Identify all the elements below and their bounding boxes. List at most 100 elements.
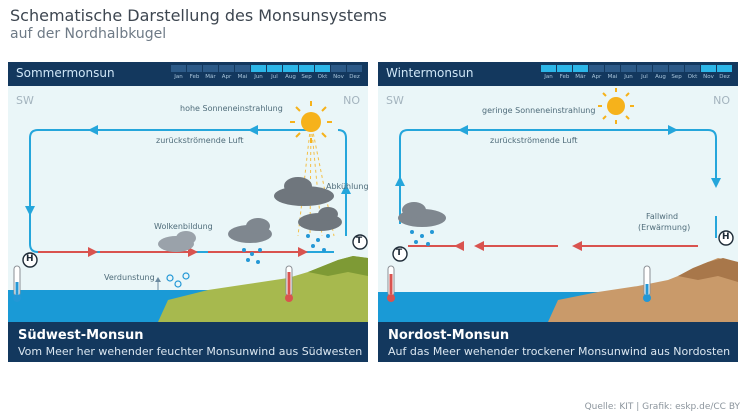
- month-bar: [589, 65, 604, 72]
- month-label: Aug: [285, 74, 296, 80]
- high-pressure-marker: [22, 252, 38, 268]
- month-nov: Nov: [701, 65, 716, 80]
- rain-icon: [410, 230, 434, 246]
- winter-header-title: Wintermonsun: [386, 66, 474, 80]
- month-label: Mär: [575, 74, 586, 80]
- month-feb: Feb: [557, 65, 572, 80]
- month-bar: [251, 65, 266, 72]
- month-bar: [685, 65, 700, 72]
- month-label: Apr: [221, 74, 232, 80]
- month-bar: [557, 65, 572, 72]
- month-mai: Mai: [235, 65, 250, 80]
- evaporation-drops: [166, 272, 190, 288]
- month-label: Jan: [544, 74, 553, 80]
- winter-footer-subtitle: Auf das Meer wehender trockener Monsunwi…: [388, 345, 731, 358]
- direction-sw-label: SW: [386, 94, 404, 107]
- month-label: Dez: [719, 74, 730, 80]
- month-label: Jul: [641, 74, 648, 80]
- summer-footer-title: Südwest-Monsun: [18, 328, 144, 343]
- month-label: Aug: [655, 74, 666, 80]
- sun-icon: [290, 101, 332, 143]
- month-label: Mär: [205, 74, 216, 80]
- cooling-label: Abkühlung: [326, 182, 368, 191]
- surface-wind-arrowheads: [454, 241, 582, 251]
- cloud-icon: [158, 231, 196, 252]
- month-bar: [235, 65, 250, 72]
- month-label: Nov: [333, 74, 344, 80]
- month-label: Mai: [607, 74, 618, 80]
- month-mär: Mär: [573, 65, 588, 80]
- cloud-icon: [274, 177, 342, 231]
- surface-wind-arrowheads: [88, 247, 308, 257]
- month-bar: [605, 65, 620, 72]
- low-pressure-marker: [352, 234, 368, 250]
- month-label: Sep: [301, 74, 312, 80]
- thermometer-icon: [643, 265, 651, 302]
- winter-diagram: SW NO geringe Sonneneinstrahlung zurücks…: [378, 86, 738, 322]
- month-sep: Sep: [299, 65, 314, 80]
- winter-footer-title: Nordost-Monsun: [388, 328, 510, 343]
- direction-no-label: NO: [713, 94, 730, 107]
- return-air-label: zurückströmende Luft: [156, 136, 244, 145]
- high-pressure-label: H: [722, 232, 730, 242]
- return-air-loop: [399, 129, 717, 238]
- source-credit: Quelle: KIT | Grafik: eskp.de/CC BY: [584, 402, 740, 412]
- month-bar: [331, 65, 346, 72]
- summer-scene: [8, 101, 368, 322]
- summer-panel-footer: Südwest-Monsun Vom Meer her wehender feu…: [8, 322, 368, 362]
- low-pressure-marker: [392, 246, 408, 262]
- evaporation-label: Verdunstung: [104, 273, 155, 282]
- month-jul: Jul: [267, 65, 282, 80]
- thermometer-icon: [285, 265, 293, 302]
- month-jun: Jun: [621, 65, 636, 80]
- month-bar: [347, 65, 362, 72]
- month-label: Okt: [317, 74, 328, 80]
- high-pressure-label: H: [26, 254, 34, 264]
- rain-icon: [242, 234, 330, 264]
- mountains: [308, 256, 368, 276]
- month-bar: [187, 65, 202, 72]
- month-jul: Jul: [637, 65, 652, 80]
- thermometer-icon: [13, 265, 21, 302]
- month-nov: Nov: [331, 65, 346, 80]
- month-jun: Jun: [251, 65, 266, 80]
- month-bar: [573, 65, 588, 72]
- month-aug: Aug: [283, 65, 298, 80]
- month-label: Feb: [559, 74, 570, 80]
- low-pressure-label: T: [396, 248, 403, 258]
- sun-label: geringe Sonneneinstrahlung: [482, 106, 596, 115]
- thermometer-icon: [387, 265, 395, 302]
- month-bar: [203, 65, 218, 72]
- month-bar: [541, 65, 556, 72]
- month-sep: Sep: [669, 65, 684, 80]
- page-subtitle: auf der Nordhalbkugel: [10, 26, 167, 42]
- winter-panel-footer: Nordost-Monsun Auf das Meer wehender tro…: [378, 322, 738, 362]
- winter-scene: [378, 88, 738, 322]
- month-okt: Okt: [685, 65, 700, 80]
- page-title: Schematische Darstellung des Monsunsyste…: [10, 6, 387, 25]
- high-pressure-marker: [718, 230, 734, 246]
- sun-icon: [598, 88, 634, 124]
- month-label: Jan: [174, 74, 183, 80]
- month-bar: [299, 65, 314, 72]
- fallwind-label: Fallwind: [646, 212, 679, 221]
- mountains: [678, 258, 738, 282]
- sun-label: hohe Sonneneinstrahlung: [180, 104, 283, 113]
- summer-diagram: SW NO hohe Sonneneinstrahlung zurückströ…: [8, 86, 368, 322]
- month-label: Mai: [237, 74, 248, 80]
- cloud-formation-label: Wolkenbildung: [154, 222, 213, 231]
- month-bar: [701, 65, 716, 72]
- month-bar: [219, 65, 234, 72]
- month-bar: [653, 65, 668, 72]
- return-air-loop: [29, 129, 347, 253]
- return-air-label: zurückströmende Luft: [490, 136, 578, 145]
- month-bar: [637, 65, 652, 72]
- month-aug: Aug: [653, 65, 668, 80]
- month-feb: Feb: [187, 65, 202, 80]
- warming-label: (Erwärmung): [638, 223, 691, 232]
